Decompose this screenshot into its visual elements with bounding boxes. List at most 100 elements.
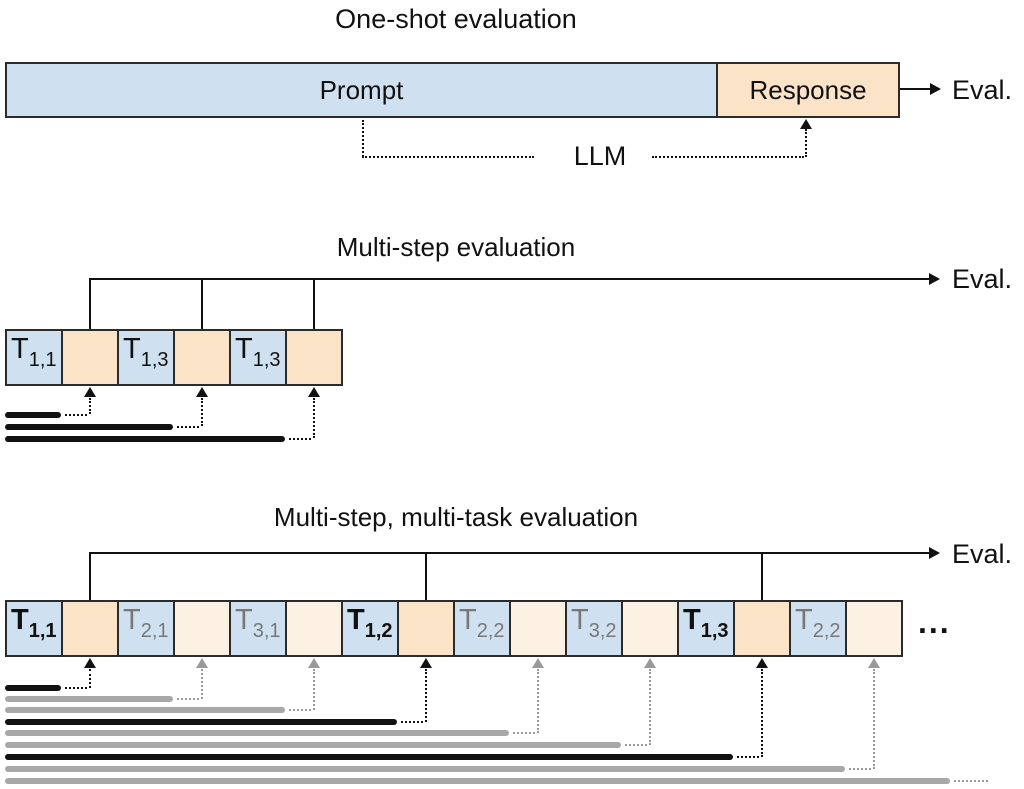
multi-step-eval-label: Eval. [952, 264, 1013, 294]
task-label-base: T [683, 604, 701, 636]
response-box [61, 600, 119, 657]
task-label-base: T [235, 604, 253, 636]
task-box: T1,2 [341, 600, 399, 657]
task-box: T2,1 [117, 600, 175, 657]
multi-step-connector-2 [201, 278, 203, 330]
context-dotted-vertical [537, 669, 539, 733]
context-dotted-vertical [89, 669, 91, 688]
task-box: T2,2 [789, 600, 847, 657]
context-bar [5, 412, 61, 418]
response-box [285, 600, 343, 657]
context-dotted-horizontal [849, 768, 871, 770]
llm-to-response-dotted-vertical [805, 129, 807, 157]
multi-step-connector-1 [89, 278, 91, 330]
task-label-base: T [235, 333, 253, 365]
context-arrowhead-icon [420, 658, 432, 668]
task-label-base: T [459, 604, 477, 636]
task-box: T1,3 [117, 329, 175, 386]
one-shot-sequence-bar: Prompt Response [5, 62, 900, 118]
one-shot-title: One-shot evaluation [335, 4, 577, 34]
task-label-sub: 3,2 [588, 620, 617, 642]
context-arrowhead-icon [868, 658, 880, 668]
task-label-base: T [795, 604, 813, 636]
task-label-sub: 1,1 [28, 620, 57, 642]
multi-step-eval-arrowhead-icon [929, 273, 940, 285]
task-label-sub: 1,3 [140, 349, 169, 371]
multi-step-connector-3 [313, 278, 315, 330]
task-label-base: T [11, 333, 29, 365]
multi-step-title: Multi-step evaluation [336, 232, 576, 262]
context-bar [5, 778, 950, 784]
context-bar [5, 719, 397, 725]
one-shot-eval-arrow-line [900, 88, 931, 90]
response-box [509, 600, 567, 657]
response-box [173, 329, 231, 386]
llm-to-response-dotted-horizontal [652, 156, 804, 158]
continuation-ellipsis: ... [918, 604, 951, 640]
response-box [173, 600, 231, 657]
context-bar [5, 424, 173, 430]
task-label-sub: 1,3 [700, 620, 729, 642]
context-dotted-vertical [201, 669, 203, 699]
context-dotted-horizontal [737, 756, 759, 758]
context-bar [5, 696, 173, 702]
context-dotted-horizontal [513, 732, 535, 734]
task-box: T3,2 [565, 600, 623, 657]
context-dotted-vertical [761, 669, 763, 757]
multi-step-eval-line [89, 278, 930, 280]
context-dotted-vertical [201, 398, 203, 426]
multi-step-box-row: T1,1 T1,3 T1,3 [5, 329, 343, 386]
context-dotted-horizontal [177, 698, 199, 700]
multi-task-eval-label: Eval. [952, 539, 1013, 569]
response-box [397, 600, 455, 657]
task-label-sub: 2,2 [812, 620, 841, 642]
context-arrowhead-icon [756, 658, 768, 668]
response-box [285, 329, 343, 386]
context-dotted-horizontal [289, 438, 311, 440]
context-arrowhead-icon [308, 658, 320, 668]
task-label-sub: 2,2 [476, 620, 505, 642]
context-dotted-vertical [425, 669, 427, 722]
context-dotted-horizontal [289, 709, 311, 711]
context-dotted-vertical [313, 669, 315, 710]
task-box: T1,3 [677, 600, 735, 657]
context-arrowhead-icon [84, 387, 96, 397]
context-dotted-vertical [313, 398, 315, 438]
task-label-base: T [571, 604, 589, 636]
llm-to-response-arrowhead-icon [800, 119, 812, 129]
llm-label: LLM [573, 141, 627, 171]
multi-task-connector-1 [89, 552, 91, 600]
multi-task-connector-3 [761, 552, 763, 600]
context-dotted-horizontal [65, 414, 87, 416]
multi-task-title: Multi-step, multi-task evaluation [273, 502, 639, 532]
task-label-base: T [123, 333, 141, 365]
context-bar [5, 766, 845, 772]
prompt-to-llm-dotted-horizontal [362, 156, 534, 158]
one-shot-eval-arrowhead-icon [930, 83, 941, 95]
context-bar [5, 754, 733, 760]
prompt-segment: Prompt [7, 64, 716, 116]
context-arrowhead-icon [532, 658, 544, 668]
task-box: T1,1 [5, 600, 63, 657]
context-bar [5, 685, 61, 691]
context-dotted-vertical [873, 669, 875, 769]
context-bar [5, 436, 285, 442]
task-box: T3,1 [229, 600, 287, 657]
response-box [621, 600, 679, 657]
context-dotted-horizontal [401, 721, 423, 723]
multi-task-eval-arrowhead-icon [929, 547, 940, 559]
context-dotted-horizontal [177, 426, 199, 428]
task-label-sub: 1,2 [364, 620, 393, 642]
task-label-base: T [123, 604, 141, 636]
context-arrowhead-icon [196, 658, 208, 668]
task-box: T2,2 [453, 600, 511, 657]
response-box [733, 600, 791, 657]
multi-task-eval-line [89, 552, 930, 554]
multi-task-connector-2 [425, 552, 427, 600]
context-arrowhead-icon [308, 387, 320, 397]
task-box: T1,1 [5, 329, 63, 386]
context-dotted-horizontal [65, 687, 87, 689]
task-label-base: T [347, 604, 365, 636]
task-label-base: T [11, 604, 29, 636]
